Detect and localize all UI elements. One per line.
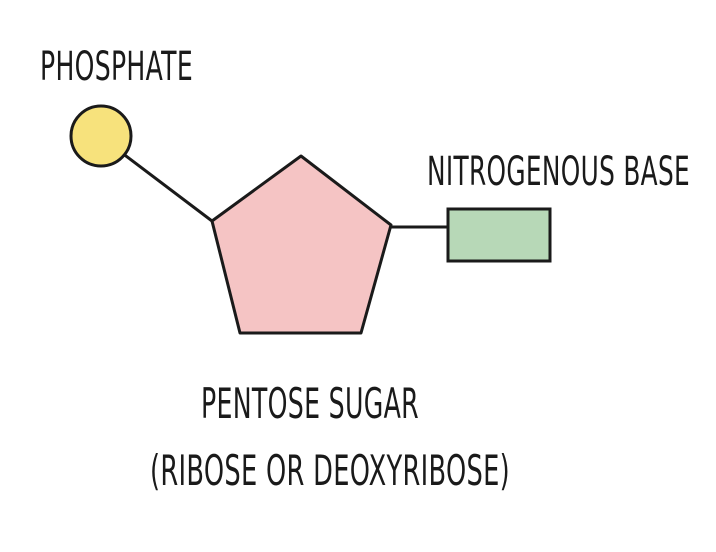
pentose-sugar-pentagon [210,154,393,335]
nitrogenous-base-rect [446,207,552,263]
phosphate-circle [69,104,133,168]
phosphate-sugar-bond [120,151,214,223]
nitrogenous-base-label: NITROGENOUS BASE [427,149,690,195]
pentose-sugar-label: PENTOSE SUGAR [201,379,419,428]
phosphate-label: PHOSPHATE [40,44,193,90]
ribose-deoxyribose-label: (RIBOSE OR DEOXYRIBOSE) [150,446,510,495]
